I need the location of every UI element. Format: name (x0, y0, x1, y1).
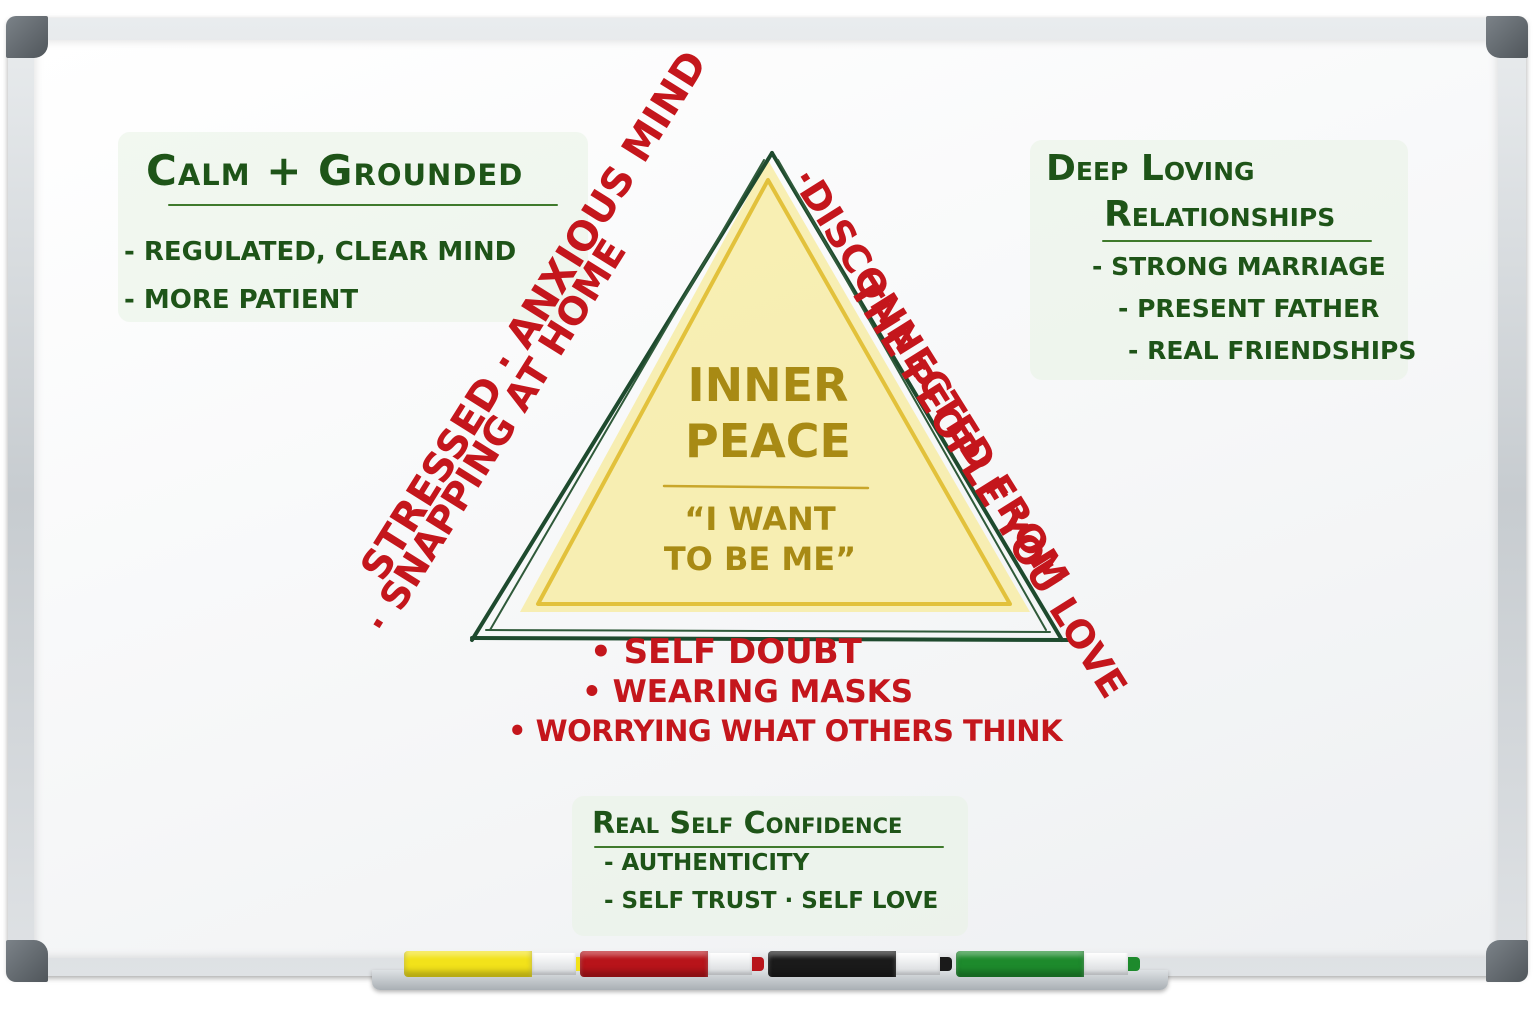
triangle-inner-outline (536, 178, 1012, 606)
relationships-item: - Present father (1118, 294, 1380, 323)
relationships-item: - Strong marriage (1092, 252, 1386, 281)
deep-loving-relationships-section: Deep Loving Relationships - Strong marri… (1030, 140, 1416, 380)
frame-corner-bottom-left (6, 940, 48, 982)
triangle-left-edge-sketch (489, 159, 765, 631)
frame-corner-top-right (1486, 16, 1528, 58)
triangle-left-edge (470, 151, 774, 642)
calm-grounded-item: - Regulated, clear mind (124, 237, 517, 267)
relationships-underline (1102, 240, 1372, 242)
base-item: • Worrying what others think (508, 714, 1063, 748)
calm-grounded-list: - Regulated, clear mind - More patient (124, 228, 516, 324)
inner-peace-line2: Peace (685, 414, 851, 468)
marker-body (404, 951, 532, 977)
marker-body (768, 951, 896, 977)
self-confidence-item: - Self Trust · Self Love (604, 888, 939, 914)
real-self-confidence-section: Real Self Confidence - Authenticity - Se… (572, 796, 968, 936)
calm-grounded-heading: Calm + Grounded (146, 146, 524, 195)
red-marker[interactable] (580, 951, 780, 977)
calm-grounded-item: - More patient (124, 285, 359, 315)
quote-line2: to be me” (663, 540, 857, 578)
marker-tip (1128, 957, 1140, 971)
base-item: • Wearing Masks (582, 674, 914, 710)
inner-peace-line1: Inner (687, 358, 849, 412)
inner-peace-divider (662, 484, 870, 490)
self-confidence-underline (594, 846, 944, 848)
self-confidence-heading: Real Self Confidence (592, 806, 903, 841)
self-confidence-item: - Authenticity (604, 850, 810, 876)
relationships-heading-line1: Deep Loving (1046, 148, 1255, 189)
marker-cap (1084, 953, 1128, 975)
triangle-base-edge-sketch (485, 629, 1051, 633)
calm-grounded-underline (168, 204, 558, 206)
triangle-base-edge (470, 636, 1070, 642)
marker-cap (532, 953, 576, 975)
frame-corner-top-left (6, 16, 48, 58)
frame-corner-bottom-right (1486, 940, 1528, 982)
marker-tip (752, 957, 764, 971)
black-marker[interactable] (768, 951, 968, 977)
quote-line1: “I want (684, 500, 836, 538)
marker-body (580, 951, 708, 977)
triangle-fill (520, 160, 1030, 612)
green-marker[interactable] (956, 951, 1156, 977)
marker-body (956, 951, 1084, 977)
marker-cap (708, 953, 752, 975)
relationships-item: - Real friendships (1128, 336, 1417, 365)
relationships-heading-line2: Relationships (1104, 194, 1336, 235)
yellow-marker[interactable] (404, 951, 604, 977)
marker-cap (896, 953, 940, 975)
base-item: • Self Doubt (590, 632, 862, 672)
calm-grounded-section: Calm + Grounded - Regulated, clear mind … (118, 132, 588, 322)
marker-tip (940, 957, 952, 971)
triangle-right-edge-sketch (777, 159, 1047, 631)
